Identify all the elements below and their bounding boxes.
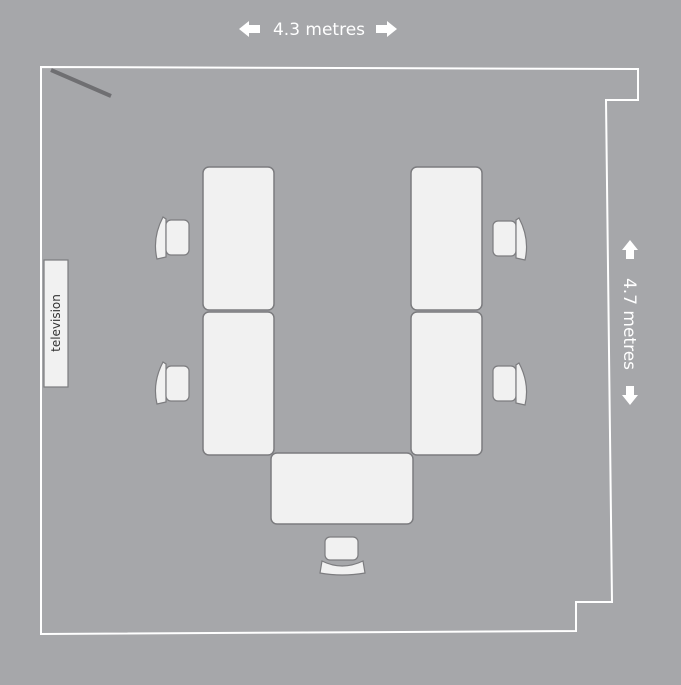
arrow-up-icon: [622, 240, 638, 259]
table-bottom: [270, 452, 414, 525]
chair-left-bottom: [154, 361, 190, 405]
arrow-left-icon: [239, 21, 260, 37]
chair-left-top: [154, 216, 190, 260]
television: television: [43, 259, 69, 388]
table-right-top: [410, 166, 483, 311]
chair-right-top: [492, 217, 528, 261]
table-left-top: [202, 166, 275, 311]
arrow-down-icon: [622, 386, 638, 405]
table-right-bottom: [410, 311, 483, 456]
chair-bottom: [319, 536, 366, 576]
door-line: [50, 68, 112, 98]
room-walls: [40, 65, 639, 636]
television-label: television: [49, 294, 63, 352]
arrow-right-icon: [376, 21, 397, 37]
width-label: 4.3 metres: [273, 20, 365, 40]
height-dimension: 4.7 metres: [619, 240, 639, 405]
chair-right-bottom: [492, 362, 528, 406]
height-label: 4.7 metres: [619, 278, 639, 370]
table-left-bottom: [202, 311, 275, 456]
width-dimension: 4.3 metres: [239, 20, 397, 40]
